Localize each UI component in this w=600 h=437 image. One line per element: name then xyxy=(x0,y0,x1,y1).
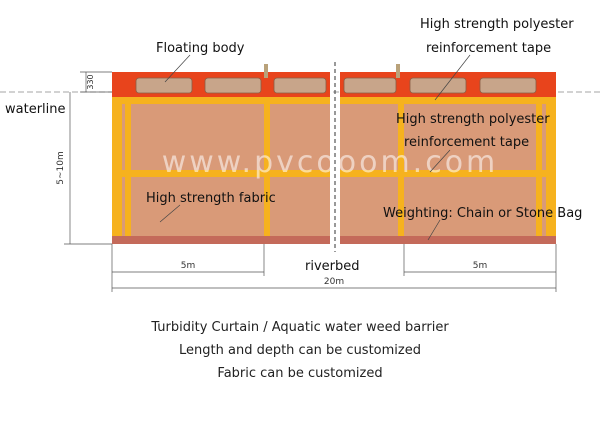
mid-tape-left xyxy=(112,170,330,177)
label-tape-top-2: reinforcement tape xyxy=(426,41,551,56)
leader-fabric xyxy=(159,204,181,223)
depth-label: 5~10m xyxy=(56,151,66,185)
float-6 xyxy=(479,77,537,94)
leader-floating-body xyxy=(164,54,191,83)
dimension-bottom xyxy=(111,244,557,292)
chain-left xyxy=(112,236,330,244)
label-riverbed: riverbed xyxy=(305,259,360,274)
caption-line-1: Turbidity Curtain / Aquatic water weed b… xyxy=(151,320,449,335)
section-left-label: 5m xyxy=(181,261,196,271)
label-tape-mid-1: High strength polyester xyxy=(396,112,550,127)
caption-line-3: Fabric can be customized xyxy=(217,366,383,381)
leader-weighting xyxy=(427,219,441,241)
caption-line-2: Length and depth can be customized xyxy=(179,343,421,358)
vertical-tape-left-1 xyxy=(125,100,131,240)
vertical-tape-left-2 xyxy=(264,100,270,240)
connector-post-right xyxy=(396,64,400,78)
label-fabric: High strength fabric xyxy=(146,191,276,206)
float-2 xyxy=(204,77,262,94)
leader-top-tape xyxy=(434,54,471,101)
chain-right xyxy=(340,236,556,244)
label-weighting: Weighting: Chain or Stone Bag xyxy=(383,206,582,221)
float-3 xyxy=(273,77,327,94)
mid-tape-right xyxy=(340,170,556,177)
curtain-right-panel xyxy=(340,64,556,244)
label-waterline: waterline xyxy=(5,102,66,117)
total-length-label: 20m xyxy=(324,277,344,287)
top-tape-right xyxy=(340,97,556,104)
top-tape-left xyxy=(112,97,330,104)
label-tape-mid-2: reinforcement tape xyxy=(404,135,529,150)
dimension-depth xyxy=(64,92,112,245)
float-5 xyxy=(409,77,467,94)
float-1 xyxy=(135,77,193,94)
edge-tape-right xyxy=(546,100,556,240)
vertical-tape-right-1 xyxy=(398,100,404,240)
label-tape-top-1: High strength polyester xyxy=(420,17,574,32)
float-4 xyxy=(343,77,397,94)
curtain-left-panel xyxy=(112,64,330,244)
edge-tape-left xyxy=(112,100,122,240)
freeboard-label: 330 xyxy=(86,74,95,89)
connector-post-left xyxy=(264,64,268,78)
dimension-freeboard xyxy=(80,71,112,93)
leader-lines xyxy=(159,54,471,241)
watermark: www.pvcooom.com xyxy=(162,145,499,180)
leader-mid-tape xyxy=(429,149,451,173)
section-right-label: 5m xyxy=(473,261,488,271)
vertical-tape-right-2 xyxy=(536,100,542,240)
label-floating-body: Floating body xyxy=(156,41,245,56)
